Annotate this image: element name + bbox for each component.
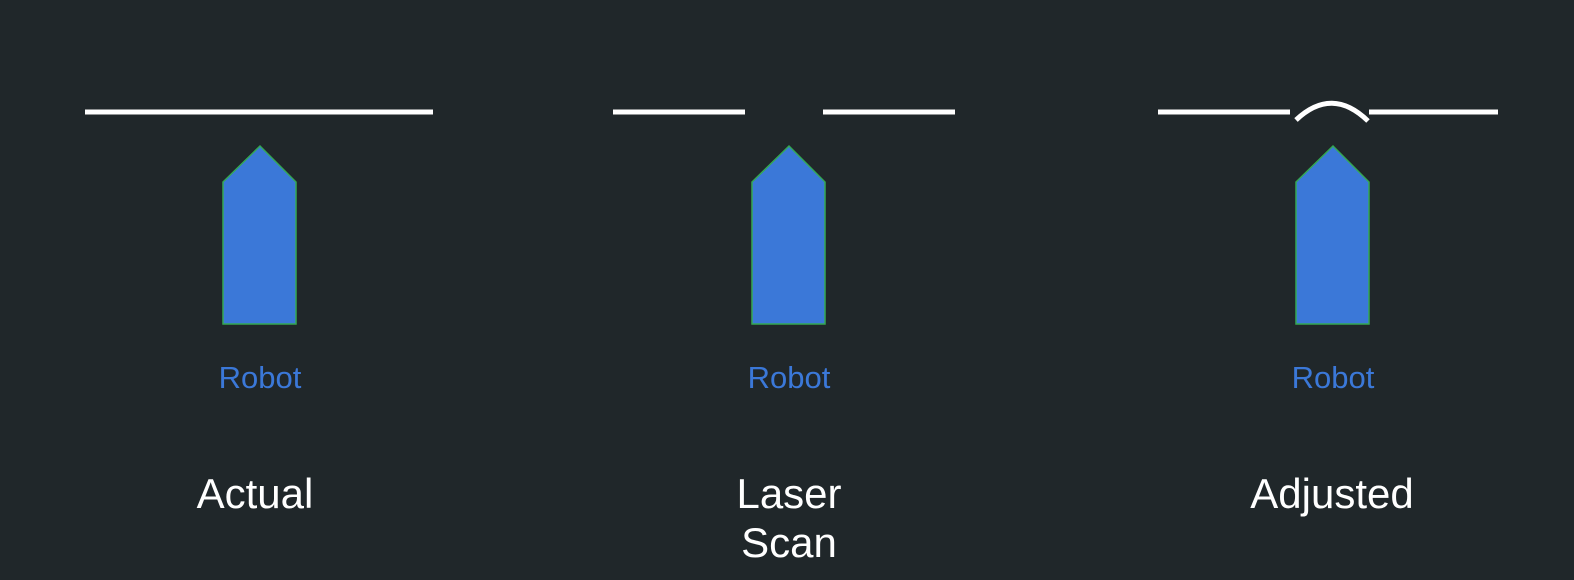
wall-arc-bridge — [1294, 100, 1370, 123]
robot-icon — [751, 144, 826, 325]
panel-caption: Adjusted — [1250, 470, 1413, 517]
panel-caption-line-2: Scan — [741, 519, 837, 566]
robot-icon — [222, 144, 297, 325]
panel-caption-line-1: Laser — [736, 470, 841, 517]
robot-label: Robot — [1292, 360, 1375, 395]
robot-label: Robot — [748, 360, 831, 395]
panel-actual: Robot Actual — [85, 109, 433, 517]
robot-label: Robot — [219, 360, 302, 395]
robot-icon — [1295, 144, 1370, 325]
panel-caption: Actual — [197, 470, 314, 517]
panel-adjusted: Robot Adjusted — [1158, 100, 1498, 517]
panel-laser-scan: Robot Laser Scan — [613, 109, 955, 566]
